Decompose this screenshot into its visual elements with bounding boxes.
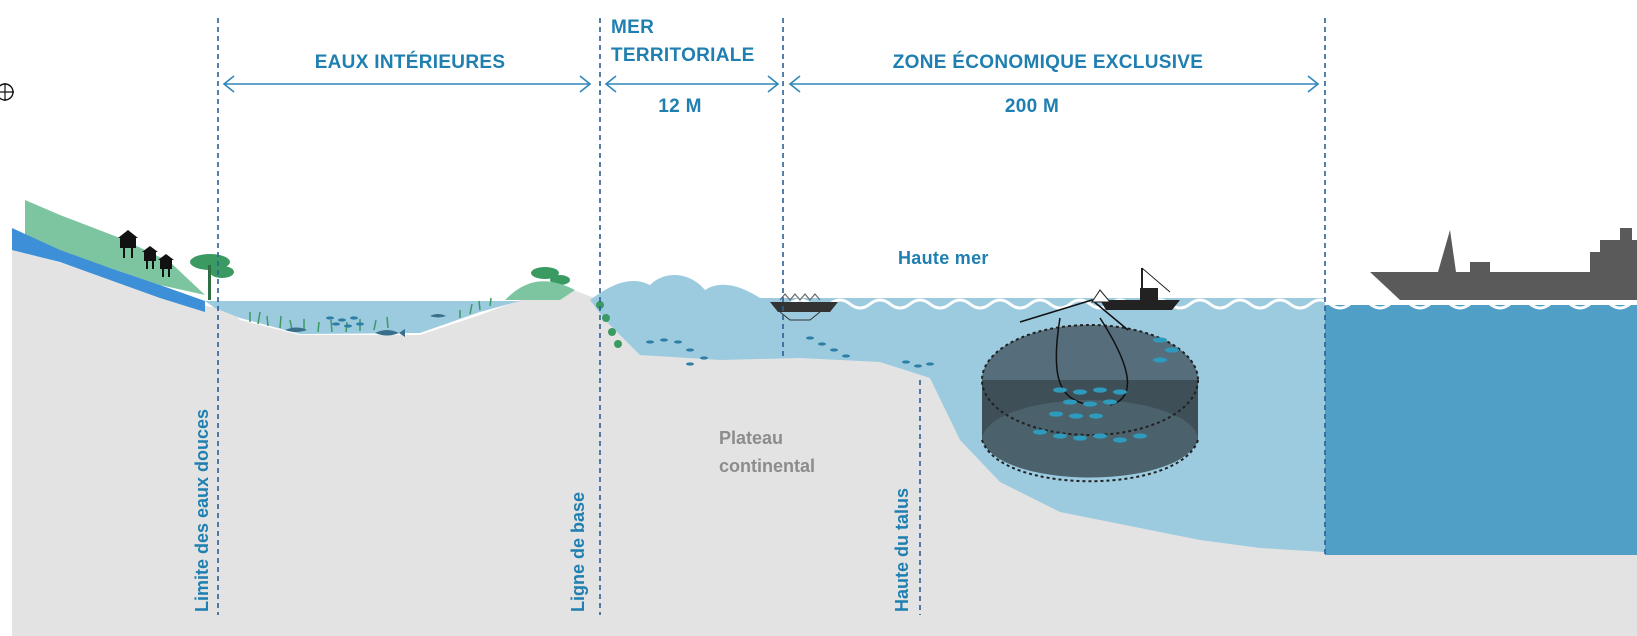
fishing-boat-icon [770, 293, 838, 321]
coastal-land [25, 200, 205, 295]
continental-shelf-label-line2: continental [719, 456, 815, 476]
high-seas-label: Haute mer [898, 248, 989, 268]
baseline-label: Ligne de base [568, 492, 588, 612]
eez-label: ZONE ÉCONOMIQUE EXCLUSIVE [893, 51, 1203, 73]
fish-school-icon [285, 314, 446, 337]
territorial-span-arrow [604, 75, 780, 93]
sea-surface-waves [789, 298, 1631, 310]
eez-span-arrow [788, 75, 1320, 93]
eez-distance-label: 200 M [1005, 96, 1059, 117]
coastal-rocks [596, 301, 622, 348]
purse-seine-net-icon [981, 299, 1199, 483]
territorial-distance-label: 12 M [658, 96, 701, 117]
stilt-house-icon [118, 230, 174, 277]
seiner-boat-icon [1091, 267, 1180, 310]
mangrove-tree-icon [190, 254, 570, 300]
slope-top-label: Haute du talus [892, 488, 912, 612]
continental-shelf-label-line1: Plateau [719, 428, 783, 448]
territorial-sea-label-line2: TERRITORIALE [611, 45, 755, 66]
fish-school-icon [646, 336, 934, 368]
interior-water [205, 301, 520, 334]
trawler-ship-icon [1370, 228, 1637, 300]
interior-dune [505, 281, 575, 300]
territorial-sea-label-line1: MER [611, 17, 654, 38]
high-seas-water [1325, 305, 1637, 555]
tuna-school-icon [1033, 337, 1179, 443]
registration-mark-icon [0, 83, 14, 101]
river-icon [12, 228, 205, 312]
interior-waters-label: EAUX INTÉRIEURES [315, 51, 506, 73]
freshwater-limit-label: Limite des eaux douces [192, 409, 212, 612]
interior-span-arrow [222, 75, 592, 93]
